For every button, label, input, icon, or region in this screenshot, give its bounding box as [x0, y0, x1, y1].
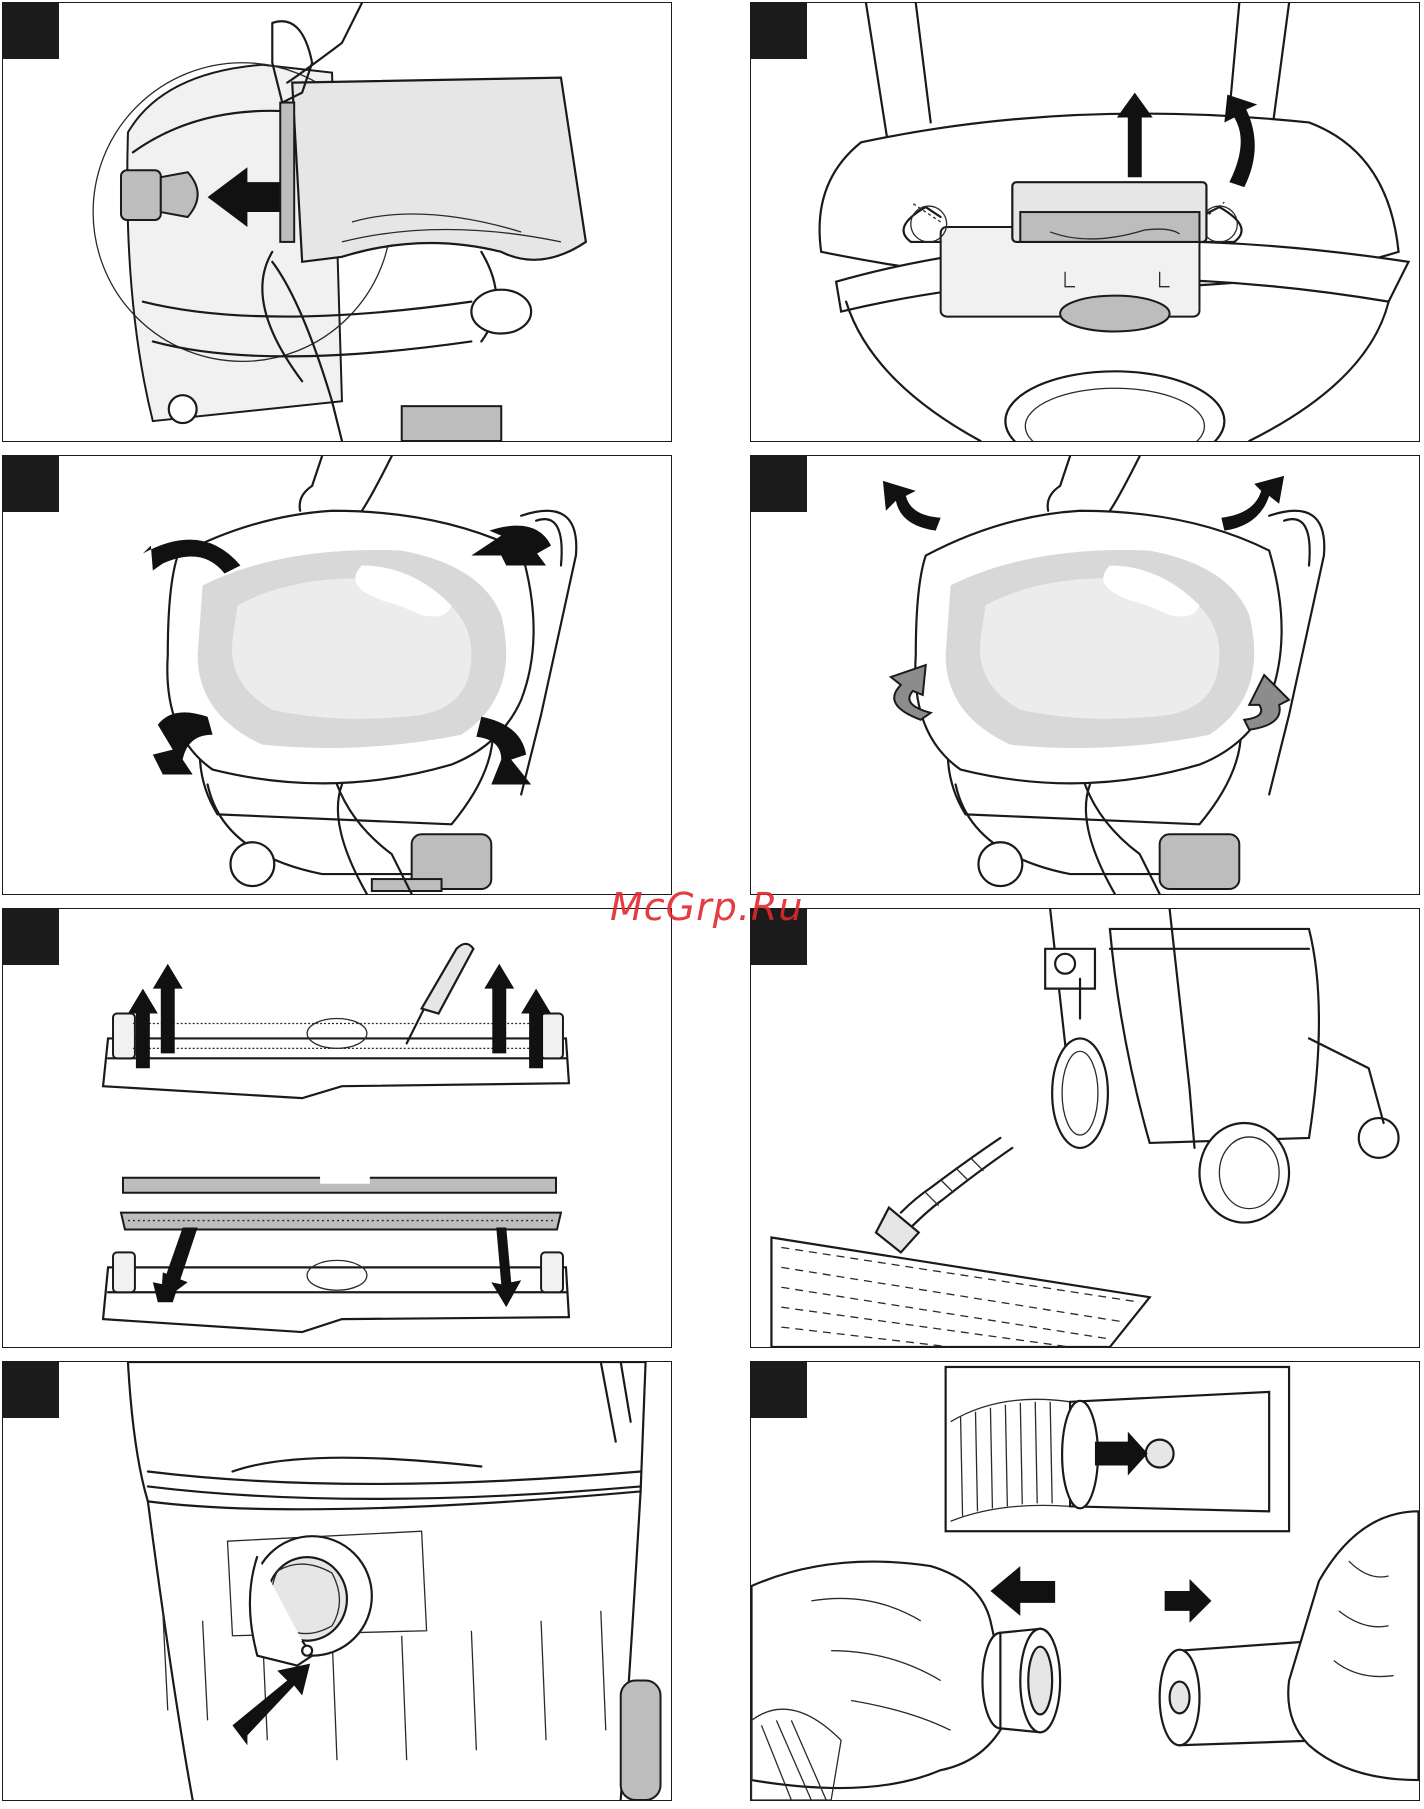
panel-suction-socket — [2, 1361, 672, 1801]
wet-vacuum-grid-icon — [751, 909, 1419, 1347]
panel-flat-filter-remove — [2, 455, 672, 895]
panel-hose-adapter — [750, 1361, 1420, 1801]
cartridge-filter-remove-icon — [751, 3, 1419, 441]
panel-wet-vacuum-grid — [750, 908, 1420, 1348]
panel-cartridge-filter — [750, 2, 1420, 442]
flat-filter-remove-icon — [3, 456, 671, 894]
suction-socket-icon — [3, 1362, 671, 1800]
panel-flat-filter-insert — [750, 455, 1420, 895]
panel-floor-nozzle-strips — [2, 908, 672, 1348]
flat-filter-insert-icon — [751, 456, 1419, 894]
floor-nozzle-brush-strip-icon — [3, 909, 671, 1347]
watermark: McGrp.Ru — [610, 885, 803, 929]
filter-bag-insert-icon — [3, 3, 671, 441]
panel-insert-filter-bag — [2, 2, 672, 442]
hose-adapter-icon — [751, 1362, 1419, 1800]
